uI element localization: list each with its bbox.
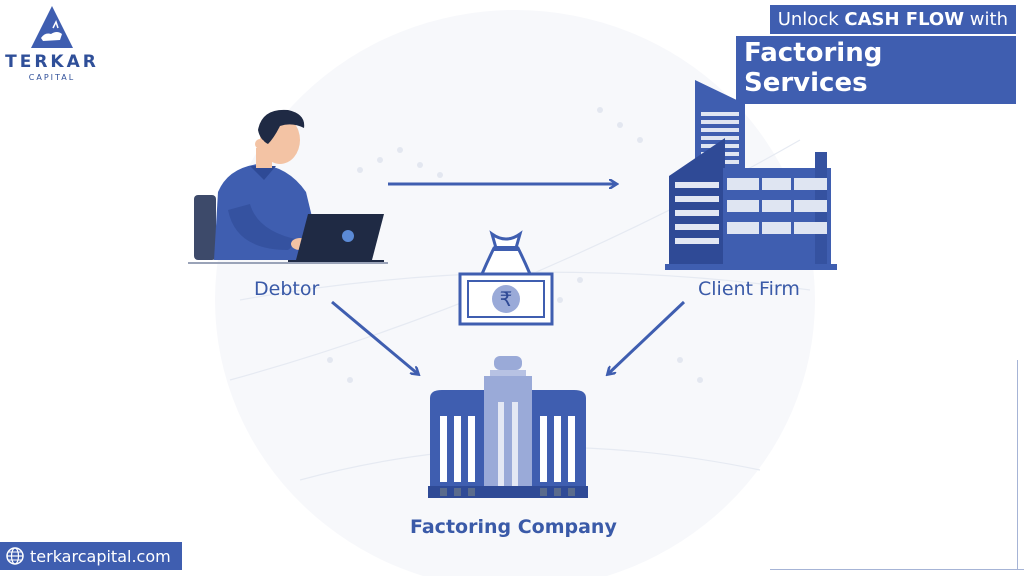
- headline-emphasis: CASH FLOW: [844, 9, 965, 30]
- person-laptop-icon: [188, 109, 388, 264]
- rupee-money-bag-icon: ₹: [458, 230, 554, 326]
- bottom-divider: [770, 569, 1024, 570]
- logo-brand: TERKAR: [5, 52, 99, 72]
- office-building-icon: [665, 80, 837, 270]
- arrow-debtor-to-factoring: [331, 300, 418, 374]
- website-badge[interactable]: terkarcapital.com: [0, 542, 182, 570]
- mountain-bull-icon: [31, 6, 73, 48]
- bank-building-icon: [428, 356, 588, 498]
- website-url: terkarcapital.com: [30, 546, 171, 566]
- company-logo: TERKAR CAPITAL: [0, 4, 104, 82]
- headline-suffix: with: [964, 9, 1008, 30]
- headline-line-1: Unlock CASH FLOW with: [769, 5, 1016, 34]
- logo-subtitle: CAPITAL: [28, 73, 76, 82]
- svg-text:₹: ₹: [500, 287, 513, 311]
- side-divider: [1017, 360, 1018, 570]
- arrow-client-to-factoring: [608, 300, 686, 374]
- debtor-label: Debtor: [254, 278, 320, 300]
- headline-prefix: Unlock: [777, 9, 845, 30]
- globe-icon: [6, 547, 24, 565]
- headline-line-2: Factoring Services: [736, 36, 1016, 104]
- factoring-company-label: Factoring Company: [410, 516, 617, 538]
- client-firm-label: Client Firm: [698, 278, 800, 300]
- headline: Unlock CASH FLOW with Factoring Services: [736, 5, 1016, 104]
